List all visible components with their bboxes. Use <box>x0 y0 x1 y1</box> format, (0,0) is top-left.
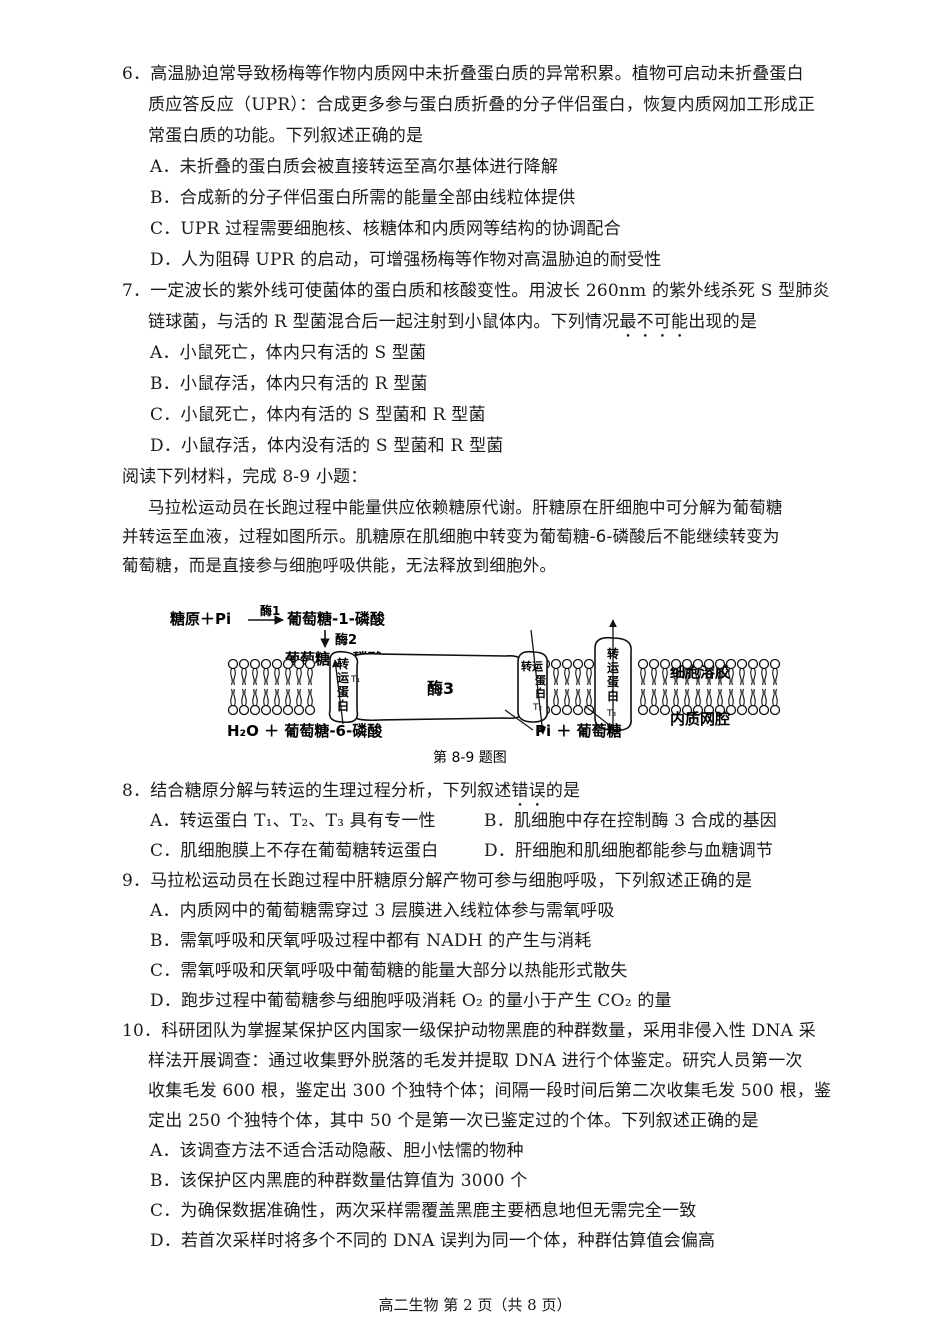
q10-option-d: D．若首次采样时将多个不同的 DNA 误判为同一个体，种群估算值会偏高 <box>150 1231 716 1251</box>
q8-emphasis: 错误 <box>511 781 546 801</box>
q10-option-a: A．该调查方法不适合活动隐蔽、胆小怯懦的物种 <box>150 1141 524 1161</box>
t2-arrow <box>530 629 547 735</box>
q7-option-b: B．小鼠存活，体内只有活的 R 型菌 <box>150 374 428 394</box>
q7-option-a: A．小鼠死亡，体内只有活的 S 型菌 <box>150 343 427 363</box>
q8-stem: 8．结合糖原分解与转运的生理过程分析，下列叙述错误的是 <box>122 780 580 811</box>
q10-option-b: B．该保护区内黑鹿的种群数量估算值为 3000 个 <box>150 1171 528 1191</box>
t2-char-1: 转运 <box>521 659 543 673</box>
q9-option-a: A．内质网中的葡萄糖需穿过 3 层膜进入线粒体参与需氧呼吸 <box>150 901 615 921</box>
q8-option-a: A．转运蛋白 T₁、T₂、T₃ 具有专一性 <box>150 811 436 831</box>
material-line-1: 马拉松运动员在长跑过程中能量供应依赖糖原代谢。肝糖原在肝细胞中可分解为葡萄糖 <box>148 498 783 517</box>
q8-stem-tail: 的是 <box>545 781 581 801</box>
pi-leader <box>504 709 534 731</box>
q7-option-d: D．小鼠存活，体内没有活的 S 型菌和 R 型菌 <box>150 436 504 456</box>
page-footer: 高二生物 第 2 页（共 8 页） <box>378 1296 572 1314</box>
q7-emphasis: 最不可能 <box>619 312 689 332</box>
q6-option-b: B．合成新的分子伴侣蛋白所需的能量全部由线粒体提供 <box>150 188 576 208</box>
enzyme2-label: 酶2 <box>335 632 357 648</box>
t2-char-2: 蛋 <box>535 674 547 687</box>
q6-stem-line-1: 6．高温胁迫常导致杨梅等作物内质网中未折叠蛋白质的异常积累。植物可启动未折叠蛋白 <box>122 64 804 84</box>
t1-label: T₁ <box>350 675 360 685</box>
q10-option-c: C．为确保数据准确性，两次采样需覆盖黑鹿主要栖息地但无需完全一致 <box>150 1201 697 1221</box>
t3-label: T₃ <box>606 709 616 719</box>
q10-stem-line-1: 10．科研团队为掌握某保护区内国家一级保护动物黑鹿的种群数量，采用非侵入性 DN… <box>122 1021 816 1041</box>
figure-caption: 第 8-9 题图 <box>433 749 507 766</box>
q8-option-b: B．肌细胞中存在控制酶 3 合成的基因 <box>484 811 777 831</box>
pi-glucose-label: Pi ＋ 葡萄糖 <box>535 722 622 740</box>
enzyme1-label: 酶1 <box>260 603 280 618</box>
h2o-g6p-label: H₂O ＋ 葡萄糖-6-磷酸 <box>227 722 383 740</box>
q7-stem-tail: 出现的是 <box>688 312 758 332</box>
q9-option-c: C．需氧呼吸和厌氧呼吸中葡萄糖的能量大部分以热能形式散失 <box>150 961 628 981</box>
q7-stem-text: 链球菌，与活的 R 型菌混合后一起注射到小鼠体内。下列情况 <box>148 312 620 332</box>
q9-option-b: B．需氧呼吸和厌氧呼吸过程中都有 NADH 的产生与消耗 <box>150 931 592 951</box>
t2-label: T₂ <box>532 703 542 713</box>
t1-char-2: 运 <box>337 671 349 685</box>
q6-stem-line-3: 常蛋白质的功能。下列叙述正确的是 <box>148 126 424 146</box>
enzyme3-label: 酶3 <box>427 679 454 698</box>
q8-option-c: C．肌细胞膜上不存在葡萄糖转运蛋白 <box>150 841 439 861</box>
q6-stem-line-2: 质应答反应（UPR）：合成更多参与蛋白质折叠的分子伴侣蛋白，恢复内质网加工形成正 <box>148 95 816 115</box>
material-line-3: 葡萄糖，而是直接参与细胞呼吸供能，无法释放到细胞外。 <box>122 556 557 575</box>
q8-option-d: D．肝细胞和肌细胞都能参与血糖调节 <box>484 841 774 861</box>
q7-stem-line-2: 链球菌，与活的 R 型菌混合后一起注射到小鼠体内。下列情况最不可能出现的是 <box>148 311 757 342</box>
q8-stem-text: 8．结合糖原分解与转运的生理过程分析，下列叙述 <box>122 781 512 801</box>
q10-stem-line-2: 样法开展调查：通过收集野外脱落的毛发并提取 DNA 进行个体鉴定。研究人员第一次 <box>148 1051 803 1071</box>
glycogen-pi-label: 糖原＋Pi <box>170 610 231 628</box>
t1-arrow <box>332 659 344 725</box>
g1p-label: 葡萄糖-1-磷酸 <box>286 610 386 628</box>
q9-stem: 9．马拉松运动员在长跑过程中肝糖原分解产物可参与细胞呼吸，下列叙述正确的是 <box>122 871 753 891</box>
material-intro: 阅读下列材料，完成 8-9 小题： <box>122 467 368 487</box>
t2-char-3: 白 <box>535 686 546 700</box>
t1-char-1: 转 <box>337 656 349 671</box>
q10-stem-line-4: 定出 250 个独特个体，其中 50 个是第一次已鉴定过的个体。下列叙述正确的是 <box>148 1111 759 1131</box>
er-lumen-label: 内质网腔 <box>670 710 730 728</box>
q7-option-c: C．小鼠死亡，体内有活的 S 型菌和 R 型菌 <box>150 405 486 425</box>
material-line-2: 并转运至血液，过程如图所示。肌糖原在肌细胞中转变为葡萄糖-6-磷酸后不能继续转变… <box>122 527 780 546</box>
glucose-leader <box>584 705 614 729</box>
q10-stem-line-3: 收集毛发 600 根，鉴定出 300 个独特个体；间隔一段时间后第二次收集毛发 … <box>148 1081 832 1101</box>
q9-option-d: D．跑步过程中葡萄糖参与细胞呼吸消耗 O₂ 的量小于产生 CO₂ 的量 <box>150 991 672 1011</box>
q6-option-d: D．人为阻碍 UPR 的启动，可增强杨梅等作物对高温胁迫的耐受性 <box>150 250 662 270</box>
t1-char-4: 白 <box>337 698 349 713</box>
q7-stem-line-1: 7．一定波长的紫外线可使菌体的蛋白质和核酸变性。用波长 260nm 的紫外线杀死… <box>122 281 830 301</box>
q6-option-a: A．未折叠的蛋白质会被直接转运至高尔基体进行降解 <box>150 157 559 177</box>
glycogen-metabolism-diagram: 糖原＋Pi 酶1 葡萄糖-1-磷酸 酶2 葡萄糖-6-磷酸 细胞溶胶 <box>170 603 781 766</box>
q6-option-c: C．UPR 过程需要细胞核、核糖体和内质网等结构的协调配合 <box>150 219 621 239</box>
